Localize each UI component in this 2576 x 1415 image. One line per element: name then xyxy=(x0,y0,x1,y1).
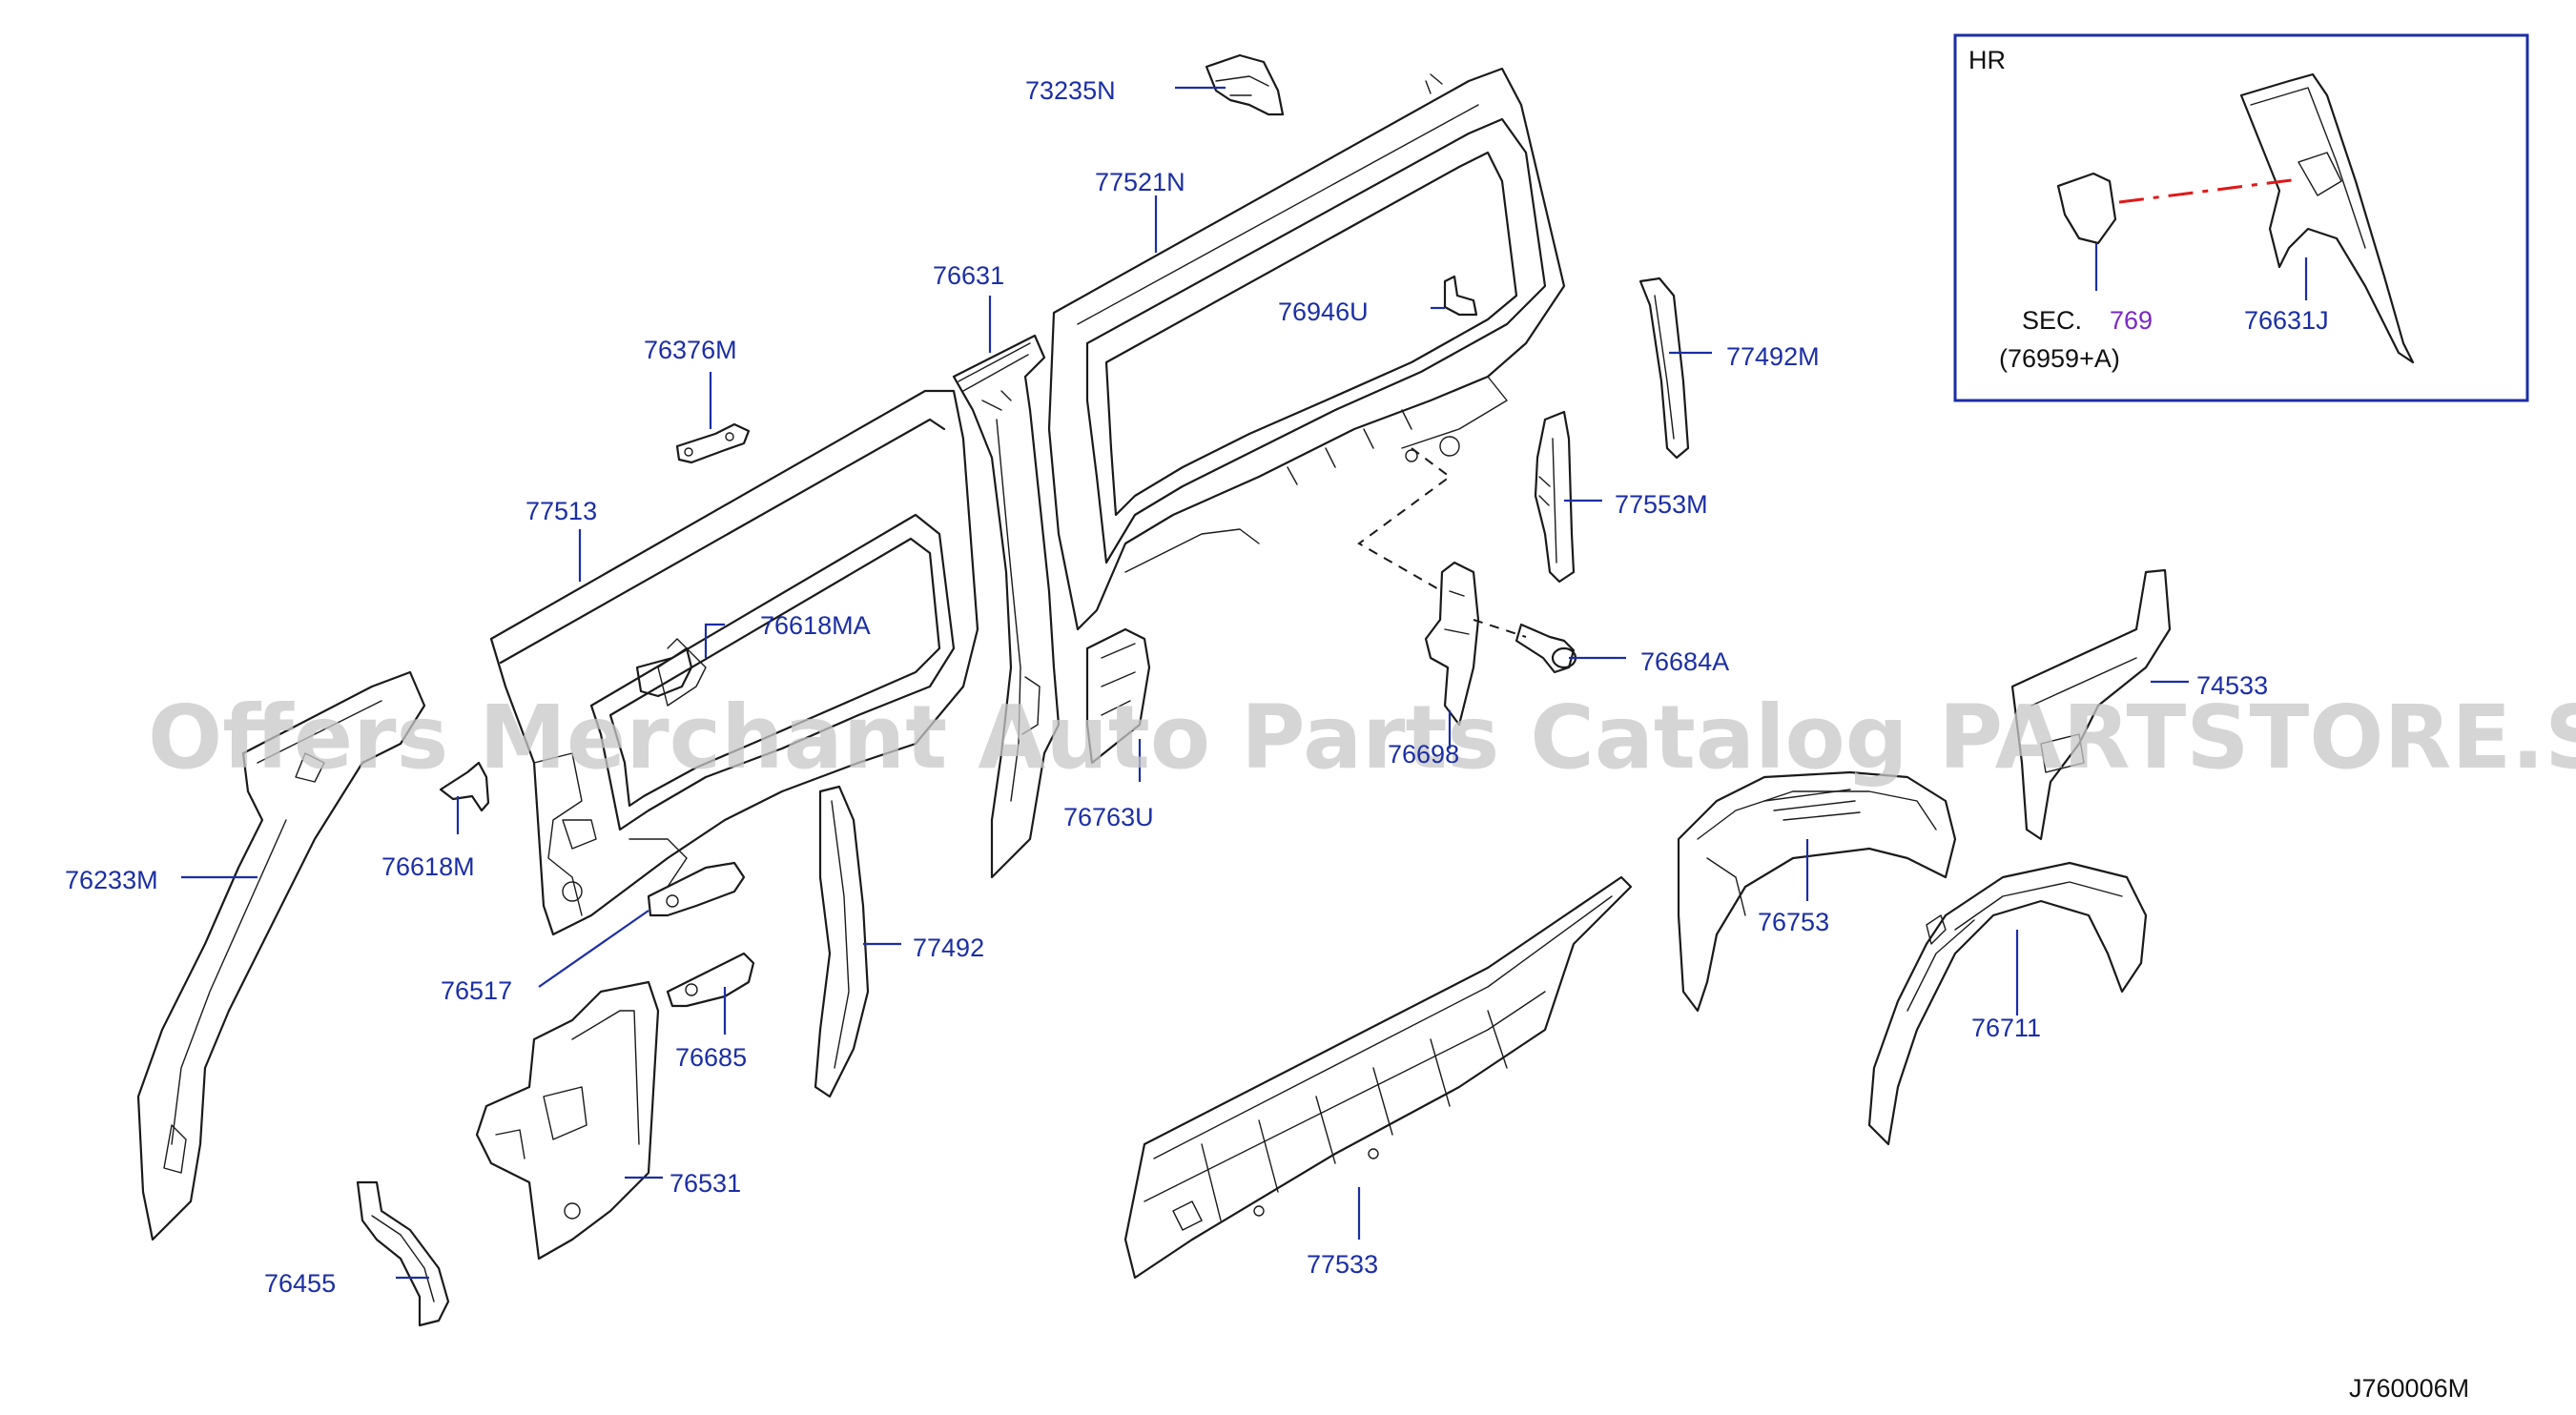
part-76531-lower-panel[interactable] xyxy=(475,980,660,1261)
part-76698-bracket[interactable] xyxy=(1424,561,1480,727)
inset-connector xyxy=(2118,177,2299,204)
part-76517-bracket[interactable] xyxy=(647,861,746,917)
part-76753-wheel-house[interactable] xyxy=(1677,770,1957,1013)
part-76455-bracket[interactable] xyxy=(356,1180,450,1327)
label-76711[interactable]: 76711 xyxy=(1971,1014,2041,1042)
assembly-dash-1 xyxy=(1357,447,1452,592)
label-76631[interactable]: 76631 xyxy=(933,261,1004,290)
label-76376m[interactable]: 76376M xyxy=(644,336,737,364)
label-76618m[interactable]: 76618M xyxy=(381,852,475,881)
inset-sec-prefix: SEC. xyxy=(2022,306,2082,335)
part-74533-bracket[interactable] xyxy=(2010,568,2172,841)
inset-sec-number[interactable]: 769 xyxy=(2110,306,2153,335)
label-76684a[interactable]: 76684A xyxy=(1640,647,1729,676)
label-76233m[interactable]: 76233M xyxy=(65,866,158,894)
inset-part-76631j[interactable] xyxy=(2239,72,2415,364)
part-76618m-bracket[interactable] xyxy=(439,761,490,812)
label-76531[interactable]: 76531 xyxy=(670,1169,741,1198)
label-76698[interactable]: 76698 xyxy=(1388,740,1459,769)
inset-sec-ref: (76959+A) xyxy=(1999,344,2120,373)
label-76618ma[interactable]: 76618MA xyxy=(760,611,871,640)
part-76946u-clip[interactable] xyxy=(1443,275,1478,317)
part-76763u-bracket[interactable] xyxy=(1085,627,1151,765)
label-76763u[interactable]: 76763U xyxy=(1063,803,1154,831)
part-76684a-bolt[interactable] xyxy=(1515,623,1577,674)
label-76455[interactable]: 76455 xyxy=(264,1269,336,1298)
part-77553m-strip[interactable] xyxy=(1534,410,1576,584)
label-77553m[interactable]: 77553M xyxy=(1615,490,1708,519)
part-76685-bracket[interactable] xyxy=(666,952,755,1008)
part-76618ma-bracket[interactable] xyxy=(635,638,693,698)
part-77521n-rear-side-panel[interactable] xyxy=(1047,67,1566,631)
part-76376m-bracket[interactable] xyxy=(675,422,751,464)
label-76753[interactable]: 76753 xyxy=(1758,908,1829,936)
part-labels: 73235N 77521N 76631 76946U 77492M 76376M… xyxy=(65,76,2268,1298)
part-73235n-bracket[interactable] xyxy=(1205,53,1285,116)
label-77533[interactable]: 77533 xyxy=(1307,1250,1378,1279)
label-76517[interactable]: 76517 xyxy=(441,976,512,1005)
label-77521n[interactable]: 77521N xyxy=(1095,168,1185,196)
label-74533[interactable]: 74533 xyxy=(2196,671,2268,700)
inset-clip-part[interactable] xyxy=(2056,172,2117,245)
label-77513[interactable]: 77513 xyxy=(526,497,597,525)
label-76946u[interactable]: 76946U xyxy=(1278,297,1369,326)
watermark-text: Offers Merchant Auto Parts Catalog PARTS… xyxy=(148,687,2576,789)
label-73235n[interactable]: 73235N xyxy=(1025,76,1116,105)
part-77513-front-side-panel[interactable] xyxy=(489,389,979,936)
inset-label-76631j[interactable]: 76631J xyxy=(2244,306,2329,335)
part-77533-sill-panel[interactable] xyxy=(1123,875,1633,1280)
diagram-code: J760006M xyxy=(2349,1374,2469,1403)
label-77492m[interactable]: 77492M xyxy=(1726,342,1820,371)
part-77492m-strip[interactable] xyxy=(1638,277,1690,460)
part-77492-strip[interactable] xyxy=(814,785,870,1098)
part-76711-wheel-house-outer[interactable] xyxy=(1867,861,2148,1146)
label-76685[interactable]: 76685 xyxy=(675,1043,747,1072)
label-77492[interactable]: 77492 xyxy=(913,933,984,962)
part-76233m-a-pillar[interactable] xyxy=(136,670,426,1241)
assembly-dash-2 xyxy=(1473,619,1527,638)
inset-hr: HR SEC. 769 (76959+A) 76631J xyxy=(1953,33,2529,402)
leader-lines xyxy=(181,86,2189,1280)
inset-title: HR xyxy=(1968,46,2006,74)
part-76631-center-pillar[interactable] xyxy=(952,334,1061,879)
